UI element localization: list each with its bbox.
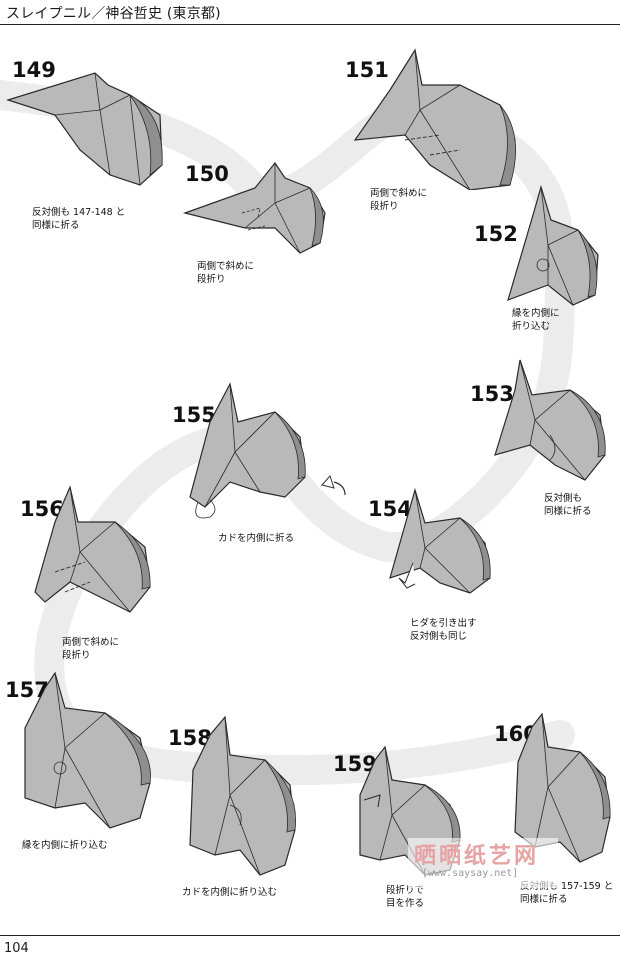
origami-figure-154 <box>385 488 495 598</box>
step-note-152: 縁を内側に 折り込む <box>512 307 560 333</box>
step-note-153: 反対側も 同様に折る <box>544 492 592 518</box>
origami-figure-158 <box>185 715 300 880</box>
step-note-157: 縁を内側に折り込む <box>22 839 108 852</box>
step-note-151: 両側で斜めに 段折り <box>370 187 427 213</box>
curved-arrow-icon <box>322 476 334 488</box>
origami-figure-155 <box>180 382 310 522</box>
origami-figure-151 <box>350 40 535 190</box>
step-note-155: カドを内側に折る <box>218 532 294 545</box>
origami-figure-152 <box>503 185 603 310</box>
step-note-150: 両側で斜めに 段折り <box>197 260 254 286</box>
origami-figure-153 <box>490 355 610 485</box>
step-note-154: ヒダを引き出す 反対側も同じ <box>410 617 477 643</box>
watermark-logo: 晒晒纸艺网 <box>414 838 539 870</box>
step-note-158: カドを内側に折り込む <box>182 886 277 899</box>
footer-divider <box>0 935 620 936</box>
origami-figure-156 <box>30 482 155 622</box>
step-note-149: 反対側も 147-148 と 同様に折る <box>32 206 125 232</box>
origami-figure-157 <box>15 668 160 833</box>
origami-figure-150 <box>180 158 330 258</box>
origami-figure-149 <box>0 55 175 200</box>
watermark: 晒晒纸艺网 [www.saysay.net] <box>408 838 558 888</box>
watermark-url: [www.saysay.net] <box>422 868 518 879</box>
page-number: 104 <box>4 941 29 956</box>
step-note-156: 両側で斜めに 段折り <box>62 636 119 662</box>
